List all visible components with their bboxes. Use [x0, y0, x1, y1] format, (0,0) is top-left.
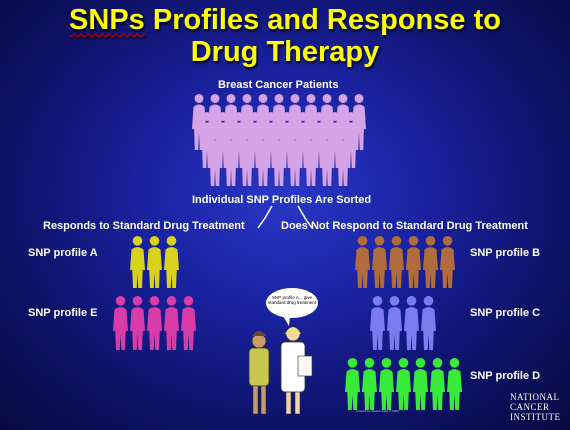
profile-a-group — [130, 236, 179, 288]
title-snps-word: SNPs — [69, 4, 145, 36]
patient-figure — [336, 130, 350, 186]
sorted-label: Individual SNP Profiles Are Sorted — [192, 194, 372, 206]
profile-c-figure — [387, 296, 402, 350]
profile-b-figure — [355, 236, 370, 288]
patient-figure — [272, 130, 286, 186]
patient-figure — [320, 130, 334, 186]
profile-d-figure — [345, 358, 360, 410]
profile-c-figure — [370, 296, 385, 350]
profile-b-figure — [423, 236, 438, 288]
profile-c-group — [370, 296, 436, 350]
snp-profile-a-label: SNP profile A — [28, 247, 98, 259]
profile-a-figure — [164, 236, 179, 288]
profile-e-figure — [130, 296, 145, 350]
patient-figure — [208, 130, 222, 186]
profile-a-figure — [147, 236, 162, 288]
not-respond-label: Does Not Respond to Standard Drug Treatm… — [281, 220, 528, 232]
profile-b-group — [355, 236, 455, 288]
title-line1-rest: Profiles and Response to — [144, 4, 501, 36]
doctor-patient-illustration — [248, 316, 313, 415]
profile-e-group — [113, 296, 196, 350]
snp-profile-e-label: SNP profile E — [28, 307, 98, 319]
slide-title-line1: SNPs Profiles and Response to — [0, 4, 570, 36]
profile-e-figure — [164, 296, 179, 350]
patient-figure — [240, 130, 254, 186]
profile-d-figure — [362, 358, 377, 410]
profile-d-figure — [413, 358, 428, 410]
profile-b-figure — [440, 236, 455, 288]
profile-a-figure — [130, 236, 145, 288]
profile-e-figure — [147, 296, 162, 350]
snp-profile-d-label: SNP profile D — [470, 370, 541, 382]
patients-label: Breast Cancer Patients — [218, 79, 339, 91]
profile-c-figure — [421, 296, 436, 350]
slide-title-line2: Drug Therapy — [190, 36, 380, 68]
artwork-credit: Artwork by Jeanne Kelly © 2004 — [356, 409, 399, 413]
sort-arrow-right — [297, 205, 313, 229]
profile-c-figure — [404, 296, 419, 350]
profile-b-figure — [389, 236, 404, 288]
responds-label: Responds to Standard Drug Treatment — [43, 220, 245, 232]
profile-e-figure — [181, 296, 196, 350]
sort-arrow-left — [257, 205, 273, 229]
profile-d-figure — [430, 358, 445, 410]
patient-figure — [224, 130, 238, 186]
patient-figure — [288, 130, 302, 186]
patient-figure — [256, 130, 270, 186]
profile-b-figure — [406, 236, 421, 288]
profile-d-figure — [396, 358, 411, 410]
speech-bubble: SNP profile A... give standard drug trea… — [266, 288, 318, 318]
profile-e-figure — [113, 296, 128, 350]
snp-profile-c-label: SNP profile C — [470, 307, 541, 319]
profile-d-figure — [379, 358, 394, 410]
profile-d-group — [345, 358, 462, 410]
patients-group — [192, 94, 366, 186]
snp-profile-b-label: SNP profile B — [470, 247, 541, 259]
patient-figure — [304, 130, 318, 186]
profile-b-figure — [372, 236, 387, 288]
profile-d-figure — [447, 358, 462, 410]
